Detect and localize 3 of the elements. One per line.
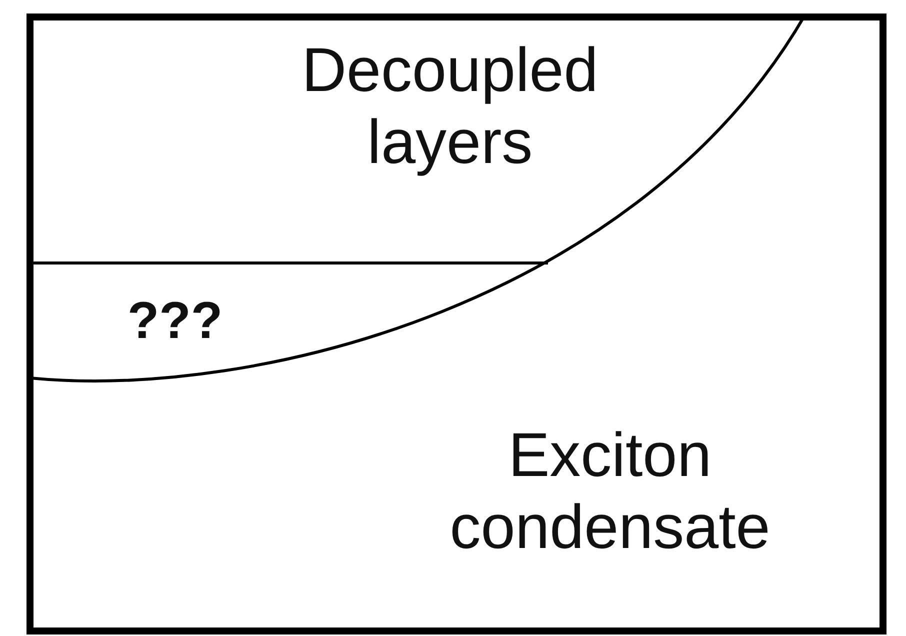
region-label: ??? (126, 291, 224, 352)
region-label: Exciton condensate (448, 420, 772, 564)
region-label: Decoupled layers (300, 35, 600, 179)
